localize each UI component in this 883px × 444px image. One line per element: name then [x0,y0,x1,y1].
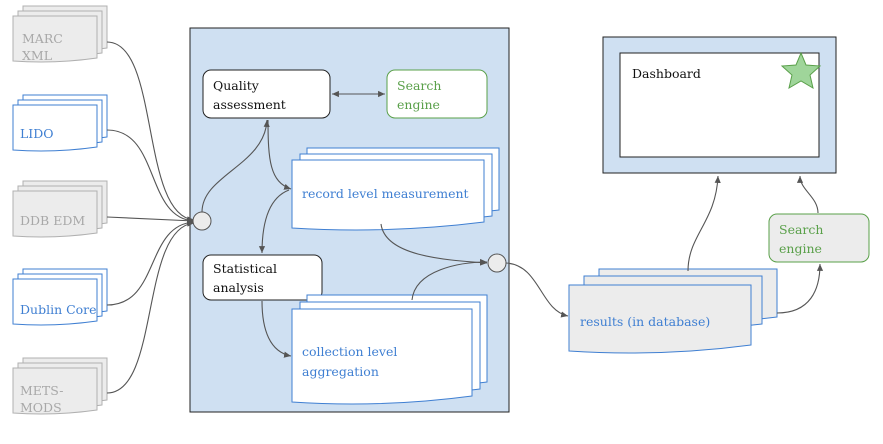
edge-ddb-merge [106,216,195,224]
collection-label-line1: collection level [302,344,397,359]
internal-edges [201,90,824,358]
source-mets: METS- MODS [12,357,108,415]
search-engine-inner-node: Search engine [386,69,488,119]
source-marc-label-line2: XML [22,48,52,63]
source-dublin-core: Dublin Core [12,268,108,326]
source-marc-label-line1: MARC [22,31,63,46]
source-edges [106,41,195,394]
edge-record-output [380,223,488,266]
edge-record-stats [258,189,290,254]
results-label: results (in database) [580,314,710,329]
source-lido: LIDO [12,94,108,152]
edge-results-dashboard [687,175,721,272]
source-lido-label: LIDO [20,126,54,141]
edge-quality-record [267,119,292,190]
star-icon [780,51,822,90]
dashboard-label: Dashboard [632,66,701,81]
dashboard-frame [602,36,837,174]
merge-node-input [192,211,212,231]
source-dublin-core-label: Dublin Core [20,302,97,317]
edge-mets-merge [106,220,195,394]
edge-results-search [776,263,824,314]
collection-level-aggregation-node: collection level aggregation [291,294,488,405]
search-outer-label-line2: engine [779,241,822,256]
record-level-measurement-node: record level measurement [291,147,500,231]
source-ddb: DDB EDM [12,180,108,238]
edge-search-dashboard [796,175,819,214]
search-inner-label-line2: engine [397,97,440,112]
quality-label-line1: Quality [213,78,260,93]
edge-dc-merge [106,219,195,306]
stats-label-line1: Statistical [213,261,277,276]
edge-merge-quality [201,119,270,213]
quality-assessment-node: Quality assessment [202,69,331,119]
source-mets-label-line2: MODS [20,400,62,415]
edge-stats-collection [261,300,292,358]
search-inner-label-line1: Search [397,78,441,93]
search-engine-outer-node: Search engine [768,213,870,263]
edge-marc-merge [106,41,195,223]
record-label: record level measurement [302,186,469,201]
edge-collection-output [411,258,488,301]
source-ddb-label: DDB EDM [20,213,85,228]
source-marc: MARC XML [12,5,108,63]
results-database-node: results (in database) [568,268,778,354]
stats-label-line2: analysis [213,280,264,295]
edge-output-results [505,262,569,318]
source-mets-label-line1: METS- [20,383,64,398]
search-outer-label-line1: Search [779,222,823,237]
edge-lido-merge [106,129,195,224]
quality-label-line2: assessment [213,97,286,112]
merge-node-output [487,253,507,273]
statistical-analysis-node: Statistical analysis [202,254,323,301]
collection-label-line2: aggregation [302,364,379,379]
